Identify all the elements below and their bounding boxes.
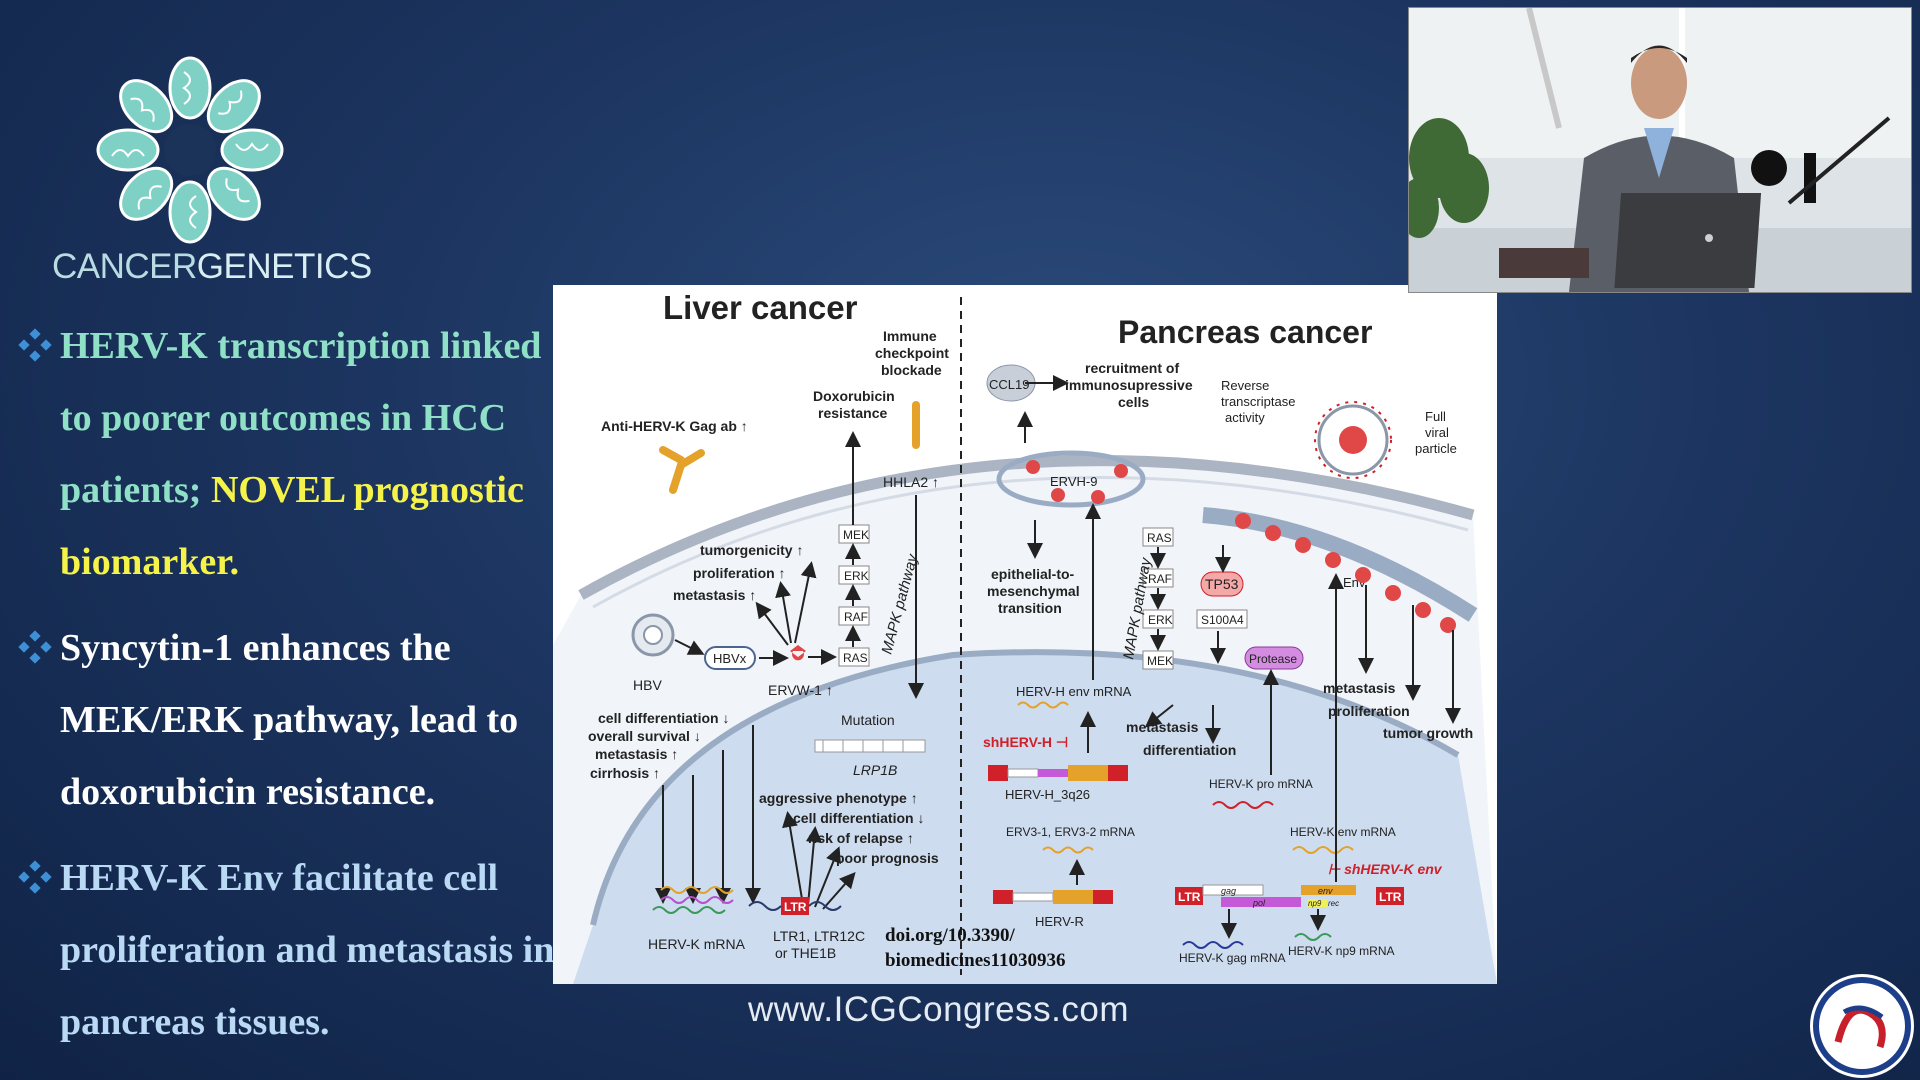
immune-label: Immune [883,328,937,344]
metastasis-label: metastasis ↑ [673,587,756,603]
cell-diff2-label: cell differentiation ↓ [793,810,924,826]
congress-url: www.ICGCongress.com [748,990,1129,1029]
ltr-box-right-2: LTR [1379,890,1402,904]
doxorubicin-label: Doxorubicin [813,388,895,404]
differentiation-label: differentiation [1143,742,1236,758]
hervh-env-mrna-label: HERV-H env mRNA [1016,684,1132,699]
shhervk-label: ⊢ shHERV-K env [1328,861,1443,877]
ervh9-label: ERVH-9 [1050,474,1097,489]
mek-box-right: MEK [1147,654,1173,668]
particle-label: particle [1415,441,1457,456]
overall-survival-label: overall survival ↓ [588,728,701,744]
hervr-label: HERV-R [1035,914,1084,929]
diamond-bullet-icon [18,860,52,894]
presenter-webcam [1408,7,1912,293]
pol-gene-label: pol [1252,898,1266,908]
rec-gene-label: rec [1328,899,1339,908]
full-label: Full [1425,409,1446,424]
novel-biomarker-highlight: NOVEL prognostic biomarker. [60,469,524,583]
rt2-label: transcriptase [1221,394,1295,409]
aggressive-label: aggressive phenotype ↑ [759,790,918,806]
np9-gene-label: np9 [1308,899,1322,908]
recruitment-label: recruitment of [1085,360,1179,376]
herv-diagram: Liver cancer Pancreas cancer Immune chec… [553,289,1497,984]
proliferation2-label: proliferation [1328,703,1410,719]
blockade-label: blockade [881,362,942,378]
metastasis2-label: metastasis ↑ [595,746,678,762]
ras-box: RAS [843,651,868,665]
hbv-label: HBV [633,677,662,693]
mutation-label: Mutation [841,712,895,728]
raf-box: RAF [844,610,868,624]
erk-box: ERK [844,569,869,583]
rt3-label: activity [1225,410,1265,425]
emt2-label: mesenchymal [987,583,1080,599]
ltr-box-left: LTR [784,900,807,914]
hervk-env-mrna-label: HERV-K env mRNA [1290,825,1396,839]
diamond-bullet-icon [18,630,52,664]
ltr-list1-label: LTR1, LTR12C [773,928,865,944]
emt1-label: epithelial-to- [991,566,1075,582]
s100a4-label: S100A4 [1201,613,1244,627]
bullet-hervk-transcription: HERV-K transcription linked to poorer ou… [18,310,558,598]
mek-box: MEK [843,528,869,542]
bullet-list: HERV-K transcription linked to poorer ou… [18,310,558,1058]
raf-box-right: RAF [1148,572,1172,586]
hbvx-label: HBVx [713,651,747,666]
np9-mrna-label: HERV-K np9 mRNA [1288,944,1394,958]
prognosis-label: poor prognosis [836,850,939,866]
tumorgenicity-label: tumorgenicity ↑ [700,542,803,558]
diamond-bullet-icon [18,328,52,362]
immunosupressive-label: immunosupressive [1065,377,1193,393]
metastasis4-label: metastasis [1126,719,1199,735]
protease-label: Protease [1249,652,1297,666]
emt3-label: transition [998,600,1062,616]
lrp1b-label: LRP1B [853,762,897,778]
env-gene-label: env [1318,886,1333,896]
rt1-label: Reverse [1221,378,1269,393]
pancreas-cancer-title: Pancreas cancer [1118,314,1372,350]
ervw1-label: ERVW-1 ↑ [768,682,833,698]
gag-gene-label: gag [1221,886,1236,896]
viral-label: viral [1425,425,1449,440]
ras-box-right: RAS [1147,531,1172,545]
tumor-growth-label: tumor growth [1383,725,1473,741]
cells-label: cells [1118,394,1149,410]
gag-mrna-label: HERV-K gag mRNA [1179,951,1285,965]
university-seal-icon [1810,974,1914,1078]
metastasis3-label: metastasis [1323,680,1396,696]
cancer-genetics-logo [96,56,284,244]
erv3-mrna-label: ERV3-1, ERV3-2 mRNA [1006,825,1135,839]
doi-citation: doi.org/10.3390/ biomedicines11030936 [885,925,1066,971]
ltr-list2-label: or THE1B [775,945,836,961]
relapse-label: risk of relapse ↑ [808,830,914,846]
resistance-label: resistance [818,405,887,421]
checkpoint-label: checkpoint [875,345,949,361]
ltr-box-right-1: LTR [1178,890,1201,904]
proliferation-label: proliferation ↑ [693,565,786,581]
liver-cancer-title: Liver cancer [663,289,858,326]
hervk-mrna-label: HERV-K mRNA [648,936,746,952]
ccl19-label: CCL19 [989,377,1029,392]
cell-diff-label: cell differentiation ↓ [598,710,729,726]
erk-box-right: ERK [1148,613,1173,627]
anti-gag-label: Anti-HERV-K Gag ab ↑ [601,418,748,434]
tp53-label: TP53 [1205,576,1239,592]
cirrhosis-label: cirrhosis ↑ [590,765,660,781]
hervh-3q26-label: HERV-H_3q26 [1005,787,1090,802]
hhla2-label: HHLA2 ↑ [883,474,939,490]
shhervh-label: shHERV-H ⊣ [983,734,1068,750]
bullet-hervk-env: HERV-K Env facilitate cell proliferation… [18,842,558,1058]
hervk-pro-mrna-label: HERV-K pro mRNA [1209,777,1313,791]
brand-wordmark: CANCERGENETICS [52,247,372,286]
herv-diagram-figure: Liver cancer Pancreas cancer Immune chec… [553,285,1497,984]
bullet-syncytin: Syncytin-1 enhances the MEK/ERK pathway,… [18,612,558,828]
